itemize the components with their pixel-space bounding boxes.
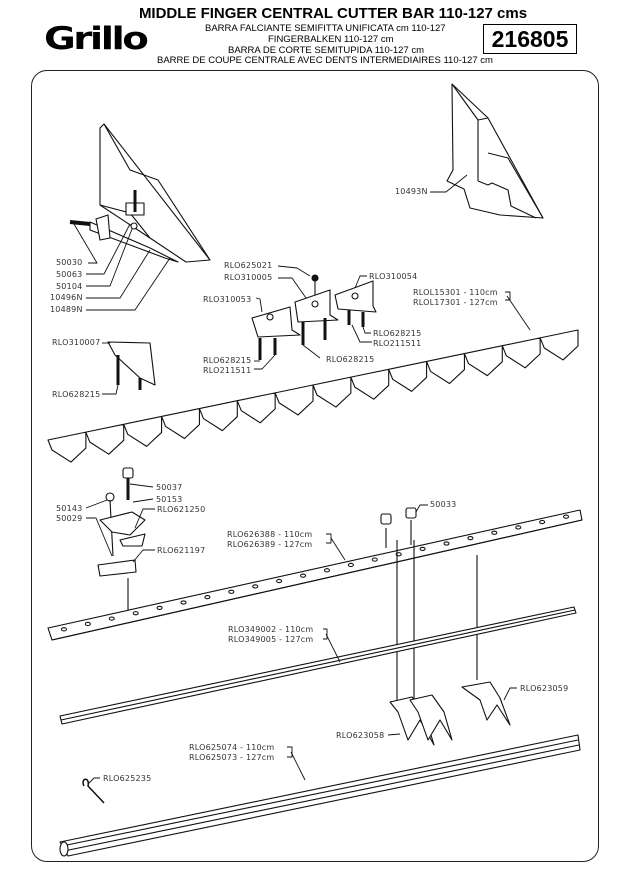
bar-hole [323, 568, 331, 573]
label-50037: 50037 [156, 483, 183, 492]
label-50153: 50153 [156, 495, 183, 504]
subtitle-french: BARRE DE COUPE CENTRALE AVEC DENTS INTER… [157, 55, 493, 66]
label-10489N: 10489N [50, 305, 83, 314]
label-RLO211511-b: RLO211511 [203, 366, 252, 375]
bar-hole [84, 621, 91, 627]
part-guard-plate-10493N [446, 83, 544, 219]
bar-hole [347, 562, 354, 568]
part-finger-assembly [69, 123, 211, 263]
label-RLO310007: RLO310007 [52, 338, 101, 347]
bar-hole [419, 546, 426, 552]
label-50029: 50029 [56, 514, 83, 523]
part-spacer-strip [59, 606, 577, 725]
bar-hole [395, 552, 402, 557]
label-RLO621197: RLO621197 [157, 546, 206, 555]
brand-logo: Grillo [44, 21, 149, 57]
label-50033: 50033 [430, 500, 457, 509]
label-RLO211511-a: RLO211511 [373, 339, 422, 348]
diagram-frame [31, 70, 599, 862]
part-finger-bar [47, 507, 583, 715]
diagram-title: MIDDLE FINGER CENTRAL CUTTER BAR 110-127… [138, 5, 528, 22]
label-RLO621250: RLO621250 [157, 505, 206, 514]
label-RLO628215-c: RLO628215 [326, 355, 375, 364]
label-RLOL17301: RLOL17301 - 127cm [413, 298, 498, 307]
bar-hole [515, 525, 522, 530]
label-RLO623059: RLO623059 [520, 684, 569, 693]
bar-hole [180, 600, 187, 605]
leader-lines [73, 174, 531, 785]
label-10493N: 10493N [395, 187, 428, 196]
bar-hole [562, 514, 570, 519]
part-back-bar [59, 734, 581, 857]
part-code-box: 216805 [483, 24, 577, 54]
bar-hole [299, 573, 307, 578]
subtitle-spanish: BARRA DE CORTE SEMITUPIDA 110-127 cm [228, 45, 425, 56]
label-RLO625073: RLO625073 - 127cm [189, 753, 275, 762]
bar-hole [60, 627, 68, 632]
part-wear-clips [107, 274, 377, 390]
label-RLO349002: RLO349002 - 110cm [228, 625, 314, 634]
part-clamp-assembly [97, 467, 146, 620]
bar-hole [204, 594, 211, 600]
bar-hole [467, 535, 474, 541]
part-retaining-pin [82, 778, 105, 804]
label-50143: 50143 [56, 504, 83, 513]
label-RLO626389: RLO626389 - 127cm [227, 540, 313, 549]
label-50030: 50030 [56, 258, 83, 267]
label-RLO626388: RLO626388 - 110cm [227, 530, 313, 539]
bar-hole [371, 557, 378, 562]
bar-hole [276, 578, 283, 584]
label-RLO628215-a: RLO628215 [373, 329, 422, 338]
label-RLO623058: RLO623058 [336, 731, 385, 740]
subtitle-italian: BARRA FALCIANTE SEMIFITTA UNIFICATA cm 1… [205, 23, 446, 34]
bar-hole [491, 530, 498, 535]
label-RLO628215-d: RLO628215 [52, 390, 101, 399]
bar-hole [228, 589, 235, 594]
subtitle-german: FINGERBALKEN 110-127 cm [268, 34, 394, 45]
label-RLO625235: RLO625235 [103, 774, 152, 783]
label-RLO628215-b: RLO628215 [203, 356, 252, 365]
label-RLO625074: RLO625074 - 110cm [189, 743, 275, 752]
label-RLO310054: RLO310054 [369, 272, 418, 281]
bar-hole [132, 611, 139, 616]
part-knife-bar [47, 329, 579, 463]
bar-hole [539, 519, 546, 525]
label-50063: 50063 [56, 270, 83, 279]
bar-hole [252, 584, 259, 589]
bar-hole [108, 616, 115, 621]
label-RLO310005: RLO310005 [224, 273, 273, 282]
knife-sections [47, 329, 579, 463]
bar-hole [156, 605, 163, 611]
part-knife-guards [389, 681, 511, 746]
label-RLO310053: RLO310053 [203, 295, 252, 304]
label-10496N: 10496N [50, 293, 83, 302]
label-RLOL15301: RLOL15301 - 110cm [413, 288, 498, 297]
label-RLO625021: RLO625021 [224, 261, 273, 270]
bar-hole [443, 541, 450, 546]
label-50104: 50104 [56, 282, 83, 291]
label-RLO349005: RLO349005 - 127cm [228, 635, 314, 644]
